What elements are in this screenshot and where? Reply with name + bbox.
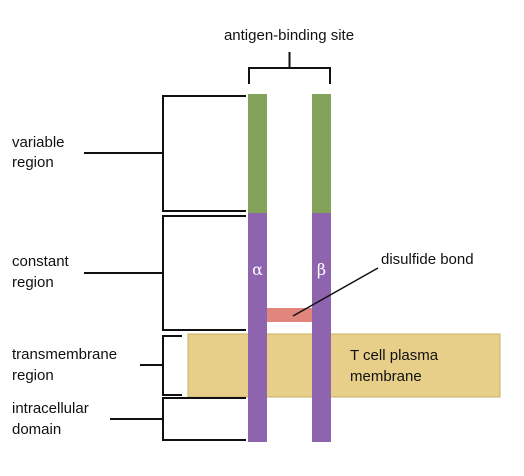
- transmembrane-region-label-line2: region: [12, 367, 54, 384]
- constant-region-label: constant: [12, 253, 70, 270]
- variable-region-label-line2: region: [12, 154, 54, 171]
- beta-chain-constant: [312, 213, 331, 442]
- transmembrane-region-label: transmembrane: [12, 346, 117, 363]
- beta-label: β: [317, 260, 326, 279]
- alpha-label: α: [252, 260, 263, 279]
- constant-region-label-line2: region: [12, 274, 54, 291]
- membrane-label: T cell plasma: [350, 347, 439, 364]
- antigen-binding-site-bracket: [248, 52, 331, 84]
- alpha-chain-constant: [248, 213, 267, 442]
- beta-chain-variable: [312, 94, 331, 213]
- disulfide-bond-label: disulfide bond: [381, 251, 474, 268]
- variable-region-bracket: [84, 95, 246, 212]
- disulfide-bond-leader: [292, 267, 379, 317]
- variable-region-label: variable: [12, 134, 65, 151]
- antigen-binding-site-label: antigen-binding site: [224, 27, 354, 44]
- intracellular-domain-label-line2: domain: [12, 421, 61, 438]
- disulfide-bond: [267, 308, 312, 322]
- constant-region-bracket: [84, 215, 246, 331]
- plasma-membrane: [187, 333, 501, 398]
- membrane-label-line2: membrane: [350, 368, 422, 385]
- intracellular-domain-label: intracellular: [12, 400, 89, 417]
- transmembrane-region-bracket: [140, 335, 182, 396]
- alpha-chain-variable: [248, 94, 267, 213]
- intracellular-domain-bracket: [110, 397, 246, 441]
